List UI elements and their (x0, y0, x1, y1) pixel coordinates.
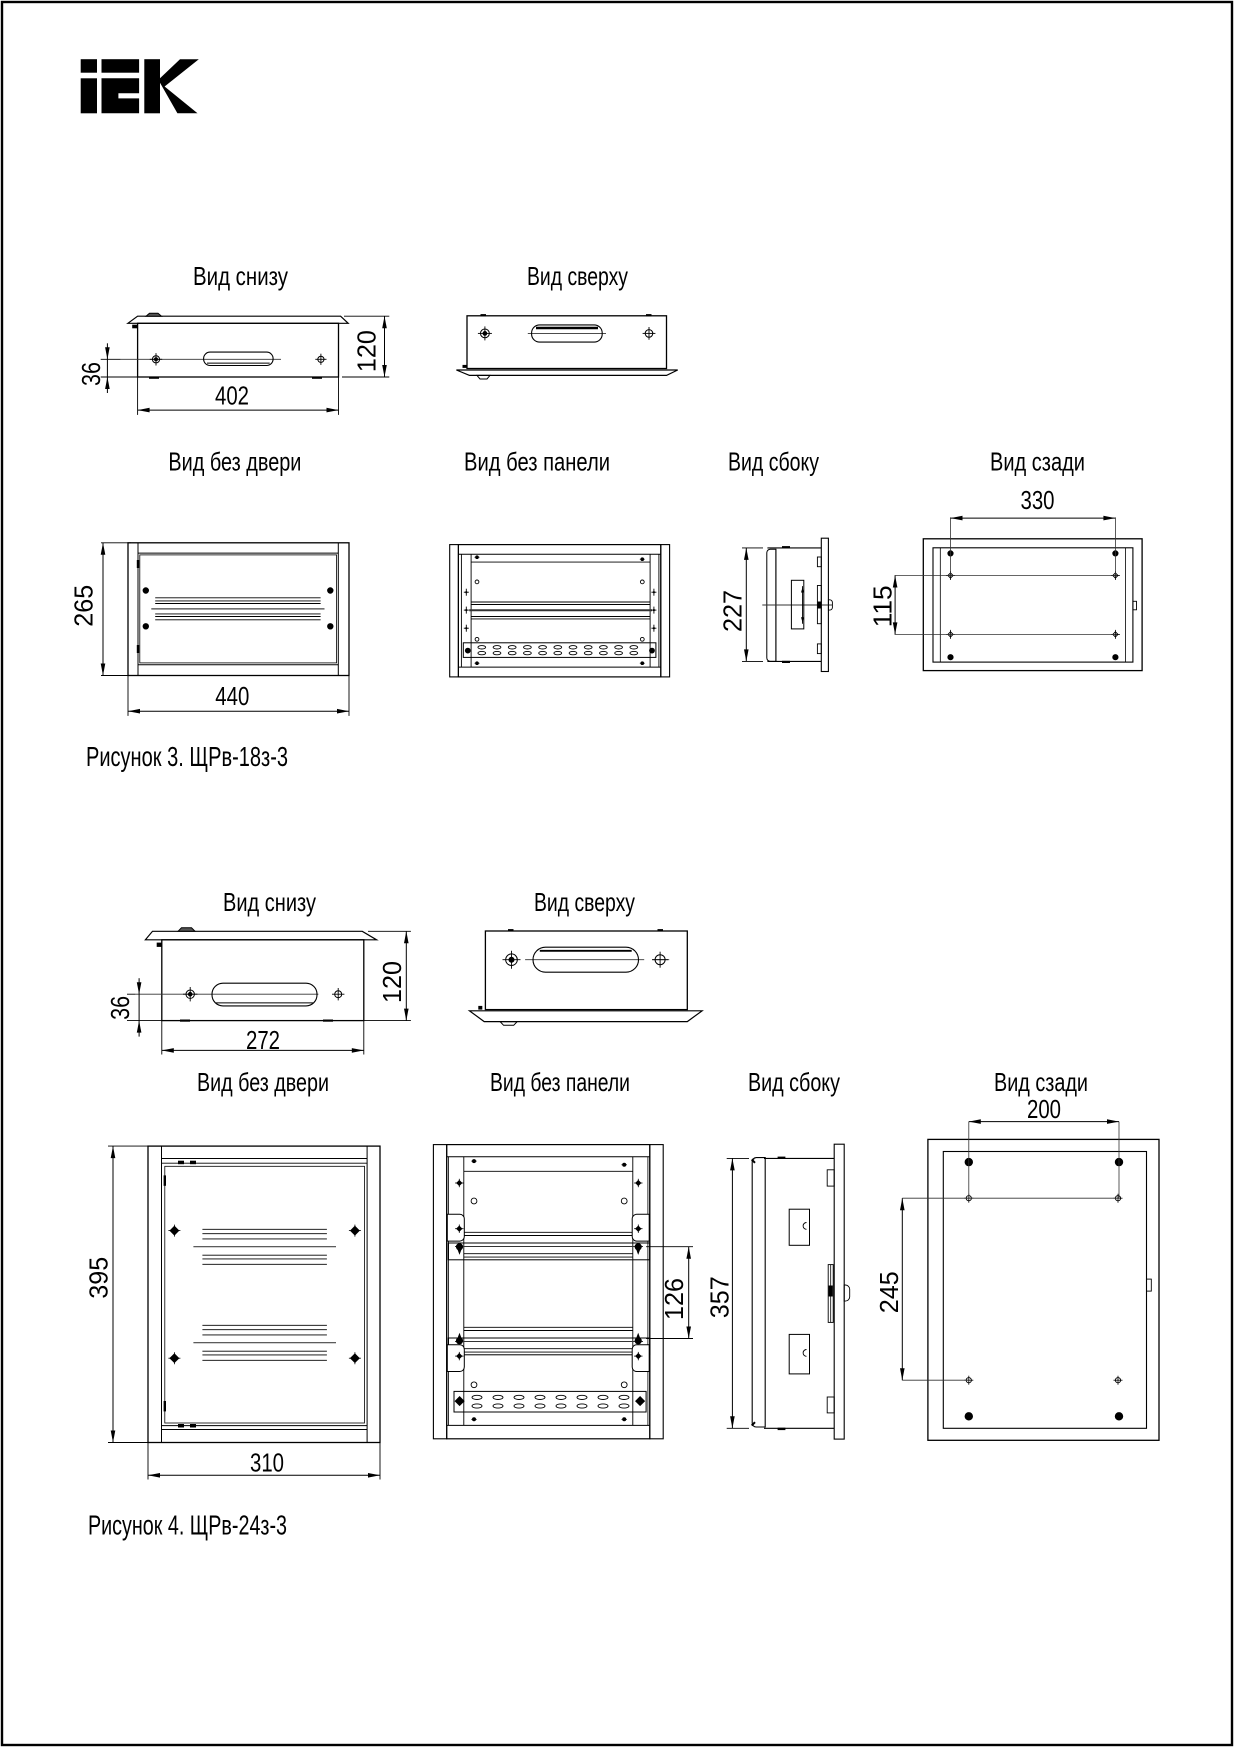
svg-text:Вид снизу: Вид снизу (223, 887, 316, 917)
svg-text:Рисунок 4. ЩРв-24з-3: Рисунок 4. ЩРв-24з-3 (88, 1510, 287, 1541)
svg-text:Вид сбоку: Вид сбоку (728, 447, 819, 477)
svg-text:402: 402 (215, 380, 249, 410)
svg-text:Рисунок 3. ЩРв-18з-3: Рисунок 3. ЩРв-18з-3 (86, 741, 288, 772)
svg-text:Вид сверху: Вид сверху (534, 887, 635, 917)
svg-text:Вид без панели: Вид без панели (464, 447, 610, 477)
svg-text:115: 115 (868, 585, 898, 627)
svg-text:36: 36 (105, 996, 135, 1020)
svg-text:245: 245 (874, 1271, 904, 1313)
svg-text:Вид снизу: Вид снизу (193, 261, 288, 291)
svg-text:Вид сзади: Вид сзади (994, 1067, 1088, 1097)
svg-text:330: 330 (1021, 485, 1055, 515)
svg-text:Вид сзади: Вид сзади (990, 447, 1085, 477)
svg-text:Вид без двери: Вид без двери (168, 447, 301, 477)
svg-text:Вид без панели: Вид без панели (490, 1067, 630, 1097)
svg-text:272: 272 (246, 1025, 280, 1055)
svg-text:227: 227 (718, 590, 748, 632)
svg-text:120: 120 (377, 961, 407, 1003)
svg-text:357: 357 (705, 1276, 735, 1318)
svg-text:126: 126 (659, 1278, 689, 1320)
svg-text:200: 200 (1027, 1094, 1061, 1124)
svg-text:395: 395 (84, 1257, 114, 1299)
svg-text:310: 310 (250, 1448, 284, 1478)
svg-text:Вид сбоку: Вид сбоку (748, 1067, 840, 1097)
svg-text:120: 120 (352, 330, 382, 372)
svg-text:Вид без двери: Вид без двери (197, 1067, 329, 1097)
svg-text:265: 265 (69, 585, 99, 627)
svg-text:Вид сверху: Вид сверху (527, 261, 628, 291)
svg-text:36: 36 (76, 362, 106, 386)
svg-text:440: 440 (215, 681, 249, 711)
